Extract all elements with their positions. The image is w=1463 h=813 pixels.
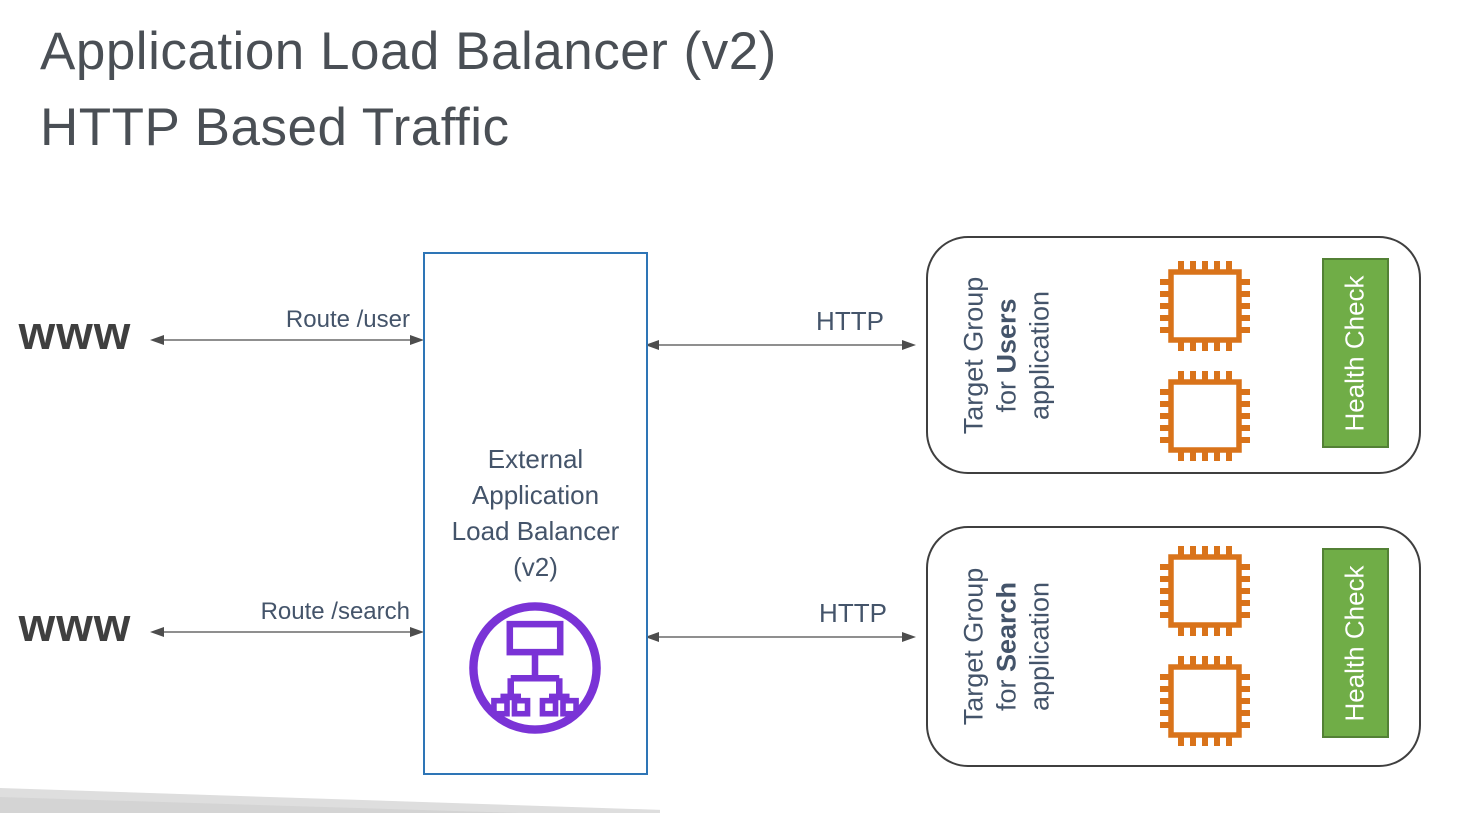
- tg-users-line-1: Target Group: [958, 276, 989, 435]
- lb-label-line-1: External: [487, 444, 584, 474]
- http-label-bottom: HTTP: [819, 598, 887, 628]
- route-search-label: Route /search: [260, 598, 410, 625]
- lb-label-line-2: Application: [471, 480, 600, 510]
- route-user-arrow: [150, 335, 424, 345]
- tg-search-line-2: for Search: [991, 581, 1022, 712]
- title-line-1: Application Load Balancer (v2): [40, 22, 777, 81]
- target-group-users-label: Target Group for Users application: [958, 256, 1057, 456]
- health-check-label: Health Check: [1340, 274, 1371, 432]
- route-search-arrow: [150, 627, 424, 637]
- tg-users-line-3: application: [1024, 290, 1055, 421]
- target-group-search-label: Target Group for Search application: [958, 547, 1057, 747]
- ec2-instance-chip-icon: [1160, 546, 1250, 636]
- http-arrow-bottom: [645, 632, 916, 642]
- load-balancer-label: External Application Load Balancer (v2): [423, 441, 648, 585]
- route-user-label: Route /user: [285, 306, 410, 333]
- tg-users-line-2: for Users: [991, 298, 1022, 413]
- http-arrow-top: [645, 340, 916, 350]
- health-check-badge-users: Health Check: [1322, 258, 1389, 448]
- load-balancer-box: [423, 252, 648, 775]
- tg-search-line-1: Target Group: [958, 567, 989, 726]
- ec2-instance-chip-icon: [1160, 261, 1250, 351]
- health-check-label: Health Check: [1340, 564, 1371, 722]
- ec2-instance-chip-icon: [1160, 656, 1250, 746]
- http-label-top: HTTP: [816, 306, 884, 336]
- client-www-bottom: www: [18, 598, 132, 651]
- tg-search-line-3: application: [1024, 581, 1055, 712]
- health-check-badge-search: Health Check: [1322, 548, 1389, 738]
- elastic-load-balancer-icon: [469, 602, 601, 734]
- client-www-top: www: [18, 306, 132, 359]
- ec2-instance-chip-icon: [1160, 371, 1250, 461]
- title-line-2: HTTP Based Traffic: [40, 98, 510, 157]
- lb-label-line-3: Load Balancer: [451, 516, 620, 546]
- slide-title: Application Load Balancer (v2) HTTP Base…: [40, 14, 777, 166]
- lb-label-line-4: (v2): [513, 552, 558, 582]
